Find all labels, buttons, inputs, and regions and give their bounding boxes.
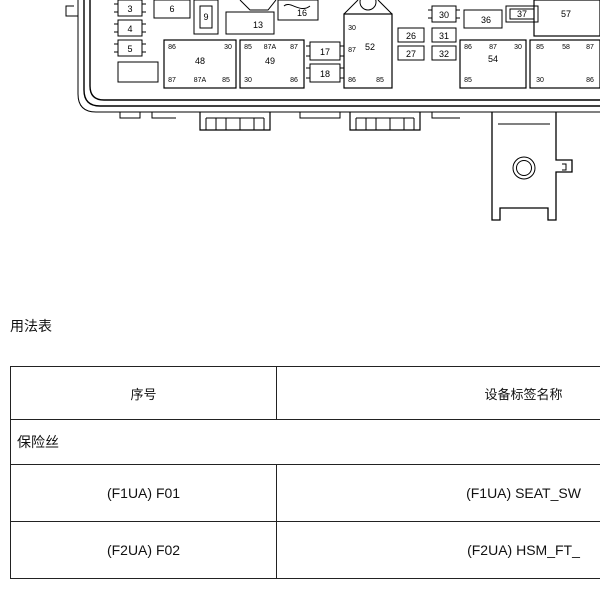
pin-label: 86: [290, 77, 298, 84]
fuse-label: 3: [127, 4, 132, 14]
pin-label: 30: [536, 77, 544, 84]
pin-label: 87: [489, 44, 497, 51]
pin-label: 85: [244, 44, 252, 51]
pin-label: 86: [168, 44, 176, 51]
pin-label: 85: [536, 44, 544, 51]
header-device-label: 设备标签名称: [276, 366, 600, 420]
pin-label: 86: [586, 77, 594, 84]
row-device-label: (F1UA) SEAT_SW: [276, 464, 600, 522]
pin-label: 85: [222, 77, 230, 84]
fuse-label: 5: [127, 44, 132, 54]
pin-label: 87: [348, 47, 356, 54]
relay-label: 52: [365, 42, 375, 52]
table-row: (F1UA) F01 (F1UA) SEAT_SW: [10, 464, 600, 522]
fuse-label: 31: [439, 31, 449, 41]
row-device-label: (F2UA) HSM_FT_: [276, 521, 600, 579]
fuse-label: 6: [169, 4, 174, 14]
pin-label: 87: [168, 77, 176, 84]
pin-label: 87A: [194, 77, 207, 84]
group-label: 保险丝: [10, 419, 600, 465]
fuse-label: 27: [406, 49, 416, 59]
pin-label: 30: [514, 44, 522, 51]
relay-label: 57: [561, 9, 571, 19]
fuse-label: 13: [253, 20, 263, 30]
table-row: (F2UA) F02 (F2UA) HSM_FT_: [10, 521, 600, 579]
table-group-row: 保险丝: [10, 419, 600, 465]
fuse-label: 17: [320, 47, 330, 57]
usage-table-title: 用法表: [10, 320, 52, 335]
header-index: 序号: [10, 366, 277, 420]
pin-label: 30: [348, 25, 356, 32]
pin-label: 86: [464, 44, 472, 51]
row-index: (F2UA) F02: [10, 521, 277, 579]
row-index: (F1UA) F01: [10, 464, 277, 522]
fuse-label: 32: [439, 49, 449, 59]
fuse-label: 4: [127, 24, 132, 34]
fuse-box-diagram: 3 4 5 6 9 13 16 17 18 26 27 30 31 32 36 …: [65, 0, 600, 221]
fuse-label: 37: [517, 9, 527, 19]
usage-table: 序号 设备标签名称 保险丝 (F1UA) F01 (F1UA) SEAT_SW …: [10, 366, 600, 579]
fuse-label: 30: [439, 10, 449, 20]
relay-label: 54: [488, 54, 498, 64]
fuse-label: 9: [203, 12, 208, 22]
pin-label: 87: [586, 44, 594, 51]
pin-label: 86: [348, 77, 356, 84]
pin-label: 85: [376, 77, 384, 84]
fuse-label: 26: [406, 31, 416, 41]
fuse-label: 18: [320, 69, 330, 79]
relay-label: 49: [265, 56, 275, 66]
table-header-row: 序号 设备标签名称: [10, 366, 600, 420]
pin-label: 30: [244, 77, 252, 84]
pin-label: 87A: [264, 44, 277, 51]
pin-label: 87: [290, 44, 298, 51]
relay-label: 48: [195, 56, 205, 66]
fuse-label: 36: [481, 15, 491, 25]
pin-label: 30: [224, 44, 232, 51]
pin-label: 85: [464, 77, 472, 84]
fuse-label: 16: [297, 8, 307, 18]
pin-label: 58: [562, 44, 570, 51]
